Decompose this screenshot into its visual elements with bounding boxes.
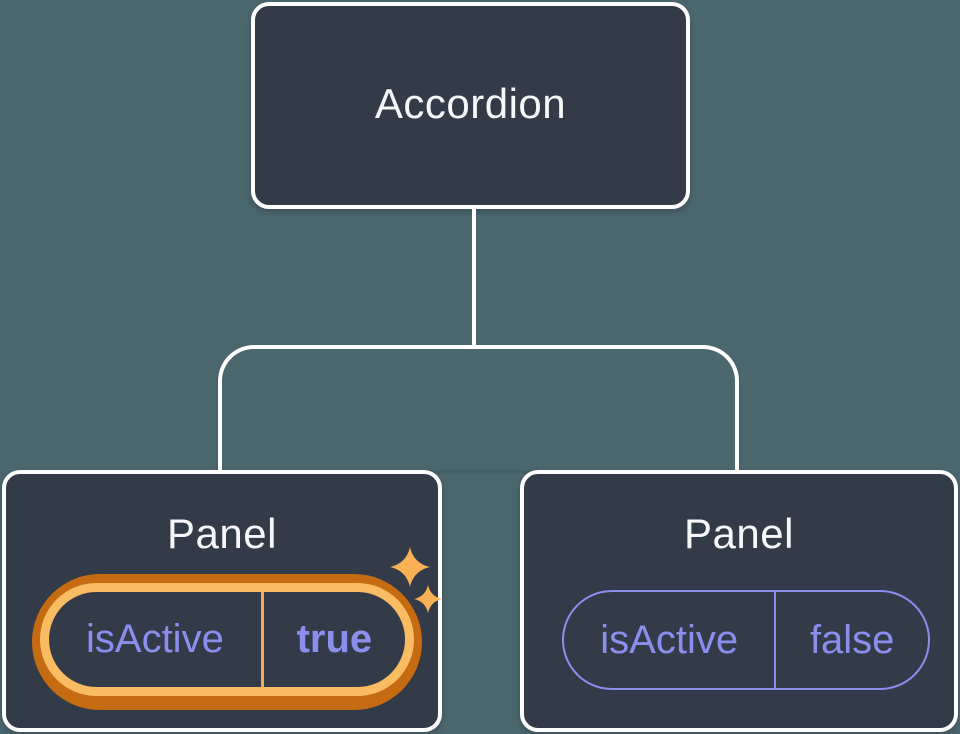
tree-connector-branches bbox=[218, 345, 739, 470]
state-pill-active: isActive true bbox=[49, 592, 405, 687]
node-label-panel-inactive: Panel bbox=[684, 510, 794, 557]
state-value-label: true bbox=[296, 617, 373, 661]
state-pill-highlight-ring: isActive true bbox=[32, 574, 422, 710]
state-key-label: isActive bbox=[600, 617, 739, 662]
node-label-panel-active: Panel bbox=[167, 510, 277, 557]
state-pill-inactive: isActive false bbox=[562, 590, 930, 690]
state-pill-divider bbox=[774, 592, 777, 688]
state-key-label: isActive bbox=[86, 617, 224, 661]
sparkle-icon bbox=[390, 547, 442, 613]
state-value-label: false bbox=[809, 617, 895, 662]
component-node-accordion: Accordion bbox=[251, 2, 690, 209]
component-node-panel-inactive: Panel isActive false bbox=[520, 470, 958, 732]
tree-connector-stem bbox=[472, 209, 476, 349]
node-label-accordion: Accordion bbox=[374, 79, 567, 127]
state-pill-divider bbox=[260, 592, 264, 687]
component-node-panel-active: Panel isActive true bbox=[2, 470, 442, 732]
state-pill-highlight-glow: isActive true bbox=[40, 583, 414, 696]
